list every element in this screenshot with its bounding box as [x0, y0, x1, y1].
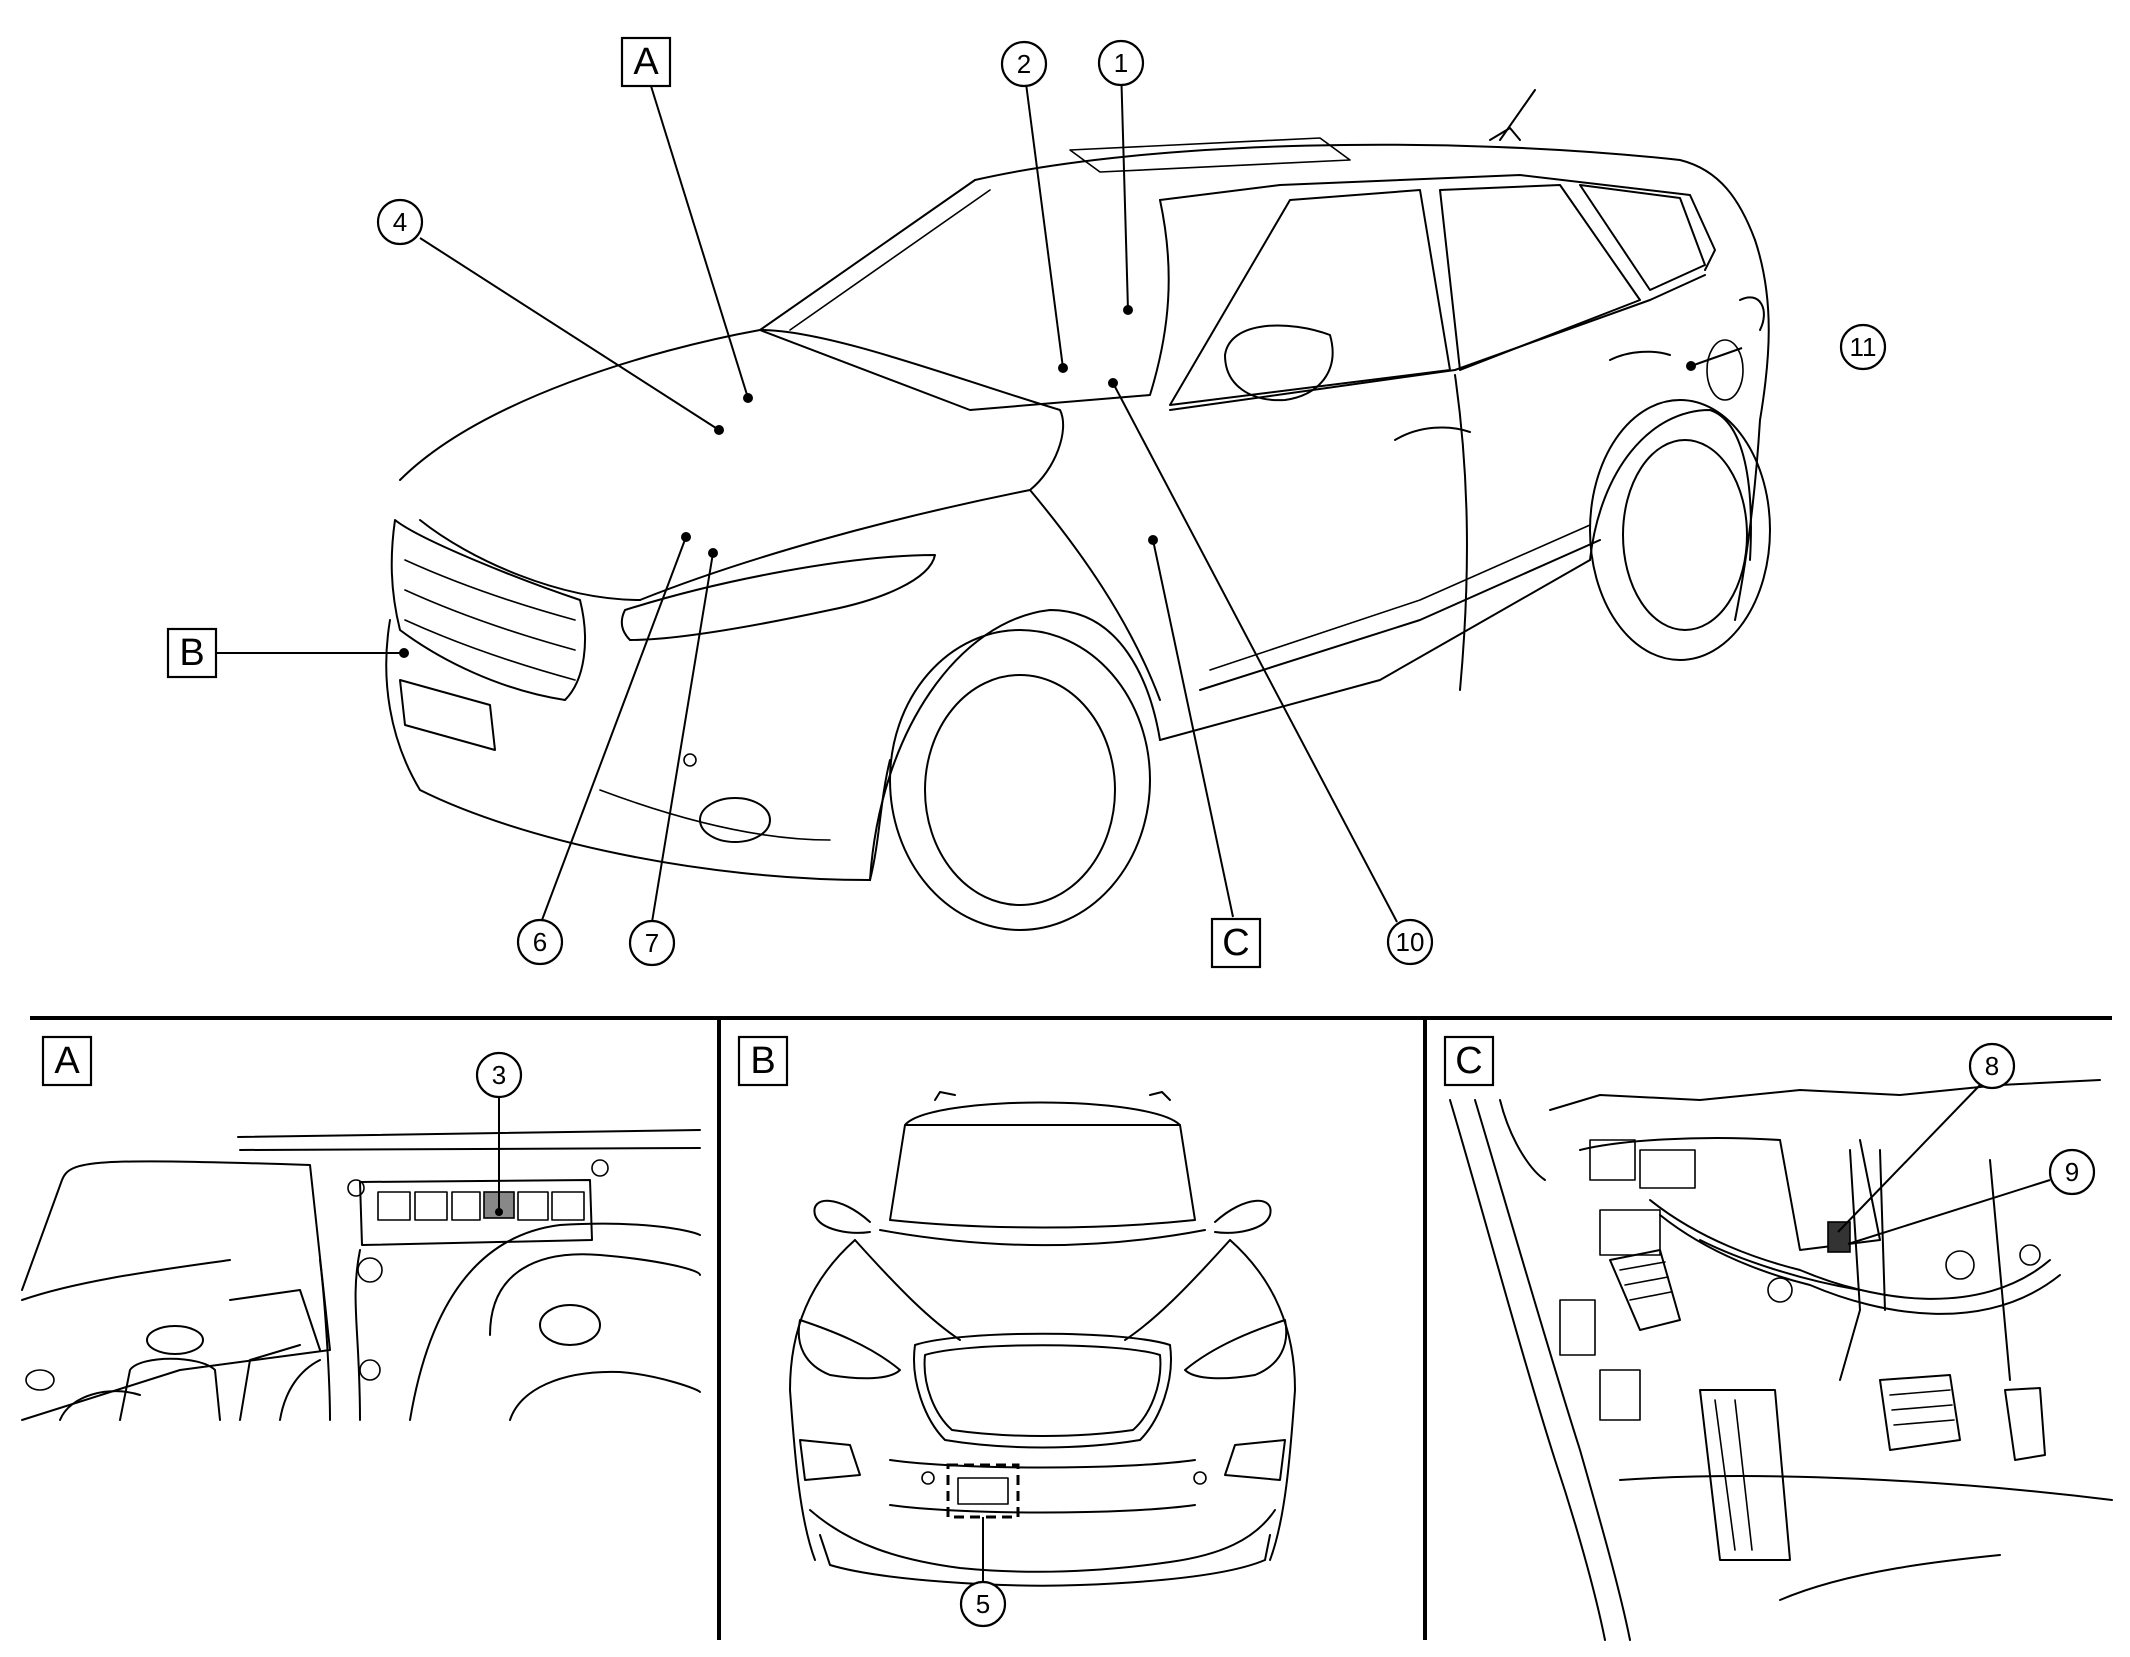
svg-text:6: 6 — [533, 927, 547, 957]
svg-text:A: A — [633, 41, 659, 83]
svg-text:2: 2 — [1017, 49, 1031, 79]
svg-text:11: 11 — [1850, 332, 1877, 362]
callout-10: 10 — [1386, 918, 1434, 966]
callout-1: 1 — [1097, 39, 1145, 87]
panel-label-c: C — [1443, 1035, 1495, 1087]
svg-text:A: A — [54, 1040, 80, 1082]
svg-text:9: 9 — [2065, 1157, 2079, 1187]
svg-text:10: 10 — [1396, 927, 1425, 957]
panel-c-footwell — [1449, 1079, 2113, 1641]
detail-label-c: C — [1210, 917, 1262, 969]
callout-6: 6 — [516, 918, 564, 966]
main-view-callouts: 1 2 4 6 7 10 11 A — [166, 36, 1887, 969]
detail-label-b: B — [166, 627, 218, 679]
detail-label-a: A — [620, 36, 672, 88]
svg-text:7: 7 — [645, 928, 659, 958]
svg-text:5: 5 — [976, 1589, 990, 1619]
svg-text:4: 4 — [393, 207, 407, 237]
panel-b-front-view — [789, 1091, 1296, 1587]
callout-4: 4 — [376, 198, 424, 246]
svg-text:C: C — [1222, 922, 1249, 964]
callout-2: 2 — [1000, 40, 1048, 88]
panel-a-engine-room — [21, 1129, 701, 1421]
svg-text:1: 1 — [1114, 48, 1128, 78]
vehicle-main-view — [385, 89, 1771, 931]
detail-panels-frame — [30, 1016, 2112, 1640]
svg-text:8: 8 — [1985, 1051, 1999, 1081]
svg-text:B: B — [750, 1040, 775, 1082]
callout-9: 9 — [2048, 1148, 2096, 1196]
panel-a-callouts: 3 A — [41, 1035, 523, 1216]
callout-3: 3 — [475, 1051, 523, 1099]
svg-text:3: 3 — [492, 1060, 506, 1090]
panel-c-callouts: 8 9 C — [1443, 1035, 2096, 1245]
svg-text:B: B — [179, 632, 204, 674]
panel-label-b: B — [737, 1035, 789, 1087]
callout-5: 5 — [959, 1580, 1007, 1628]
svg-text:C: C — [1455, 1040, 1482, 1082]
panel-label-a: A — [41, 1035, 93, 1087]
callout-8: 8 — [1968, 1042, 2016, 1090]
callout-7: 7 — [628, 919, 676, 967]
callout-11: 11 — [1839, 323, 1887, 371]
panel-b-callouts: 5 B — [737, 1035, 1007, 1628]
